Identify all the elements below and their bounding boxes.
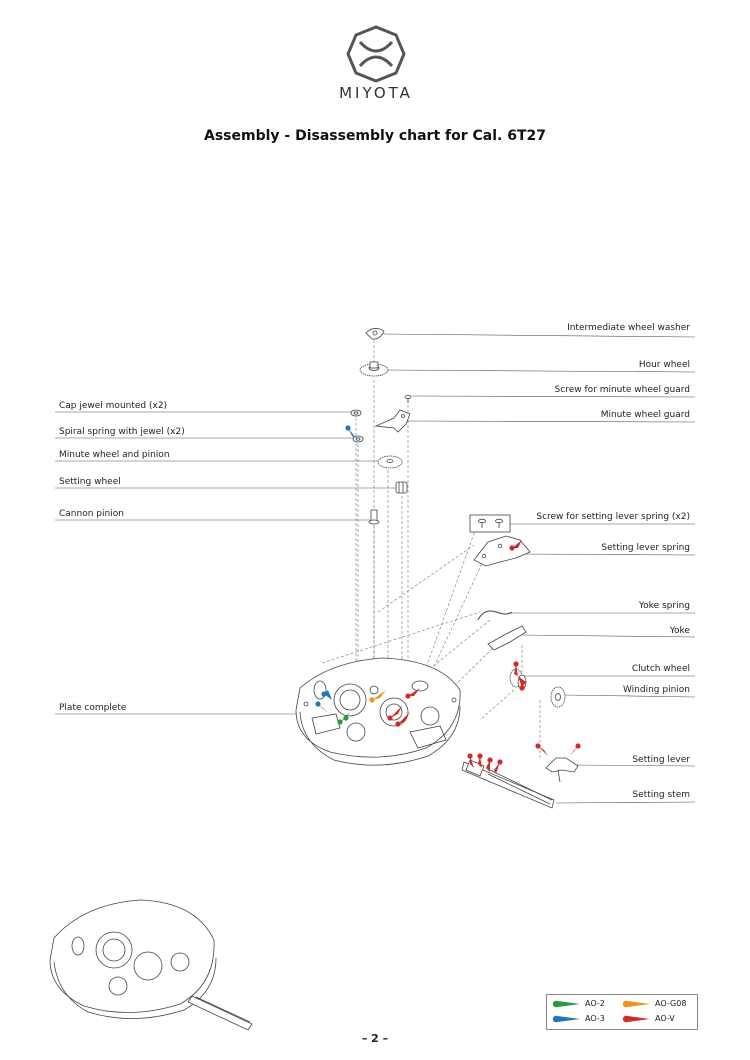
screw-minute-wheel-guard (404, 394, 412, 403)
minute-wheel-guard (374, 409, 411, 433)
label-cannon-pinion: Cannon pinion (59, 509, 124, 519)
winding-pinion (550, 686, 566, 708)
setting-stem (461, 759, 555, 809)
label-screw-setting-lever-spring: Screw for setting lever spring (x2) (536, 512, 690, 522)
legend-label-ao-2: AO-2 (585, 999, 605, 1008)
brand-name: MIYOTA (339, 84, 413, 102)
page-title: Assembly - Disassembly chart for Cal. 6T… (203, 128, 546, 144)
cap-jewel (350, 409, 362, 417)
setting-wheel (395, 481, 408, 494)
label-winding-pinion: Winding pinion (622, 685, 690, 695)
label-minute-wheel-guard: Minute wheel guard (600, 410, 690, 420)
oil-markers (315, 425, 581, 774)
label-intermediate-wheel-washer: Intermediate wheel washer (567, 323, 690, 333)
legend-markers (552, 1000, 650, 1023)
label-yoke: Yoke (669, 626, 690, 636)
label-hour-wheel: Hour wheel (638, 360, 690, 370)
hour-wheel (359, 361, 389, 377)
label-spiral-spring-with-jewel: Spiral spring with jewel (x2) (59, 427, 185, 437)
setting-lever (545, 757, 579, 783)
label-cap-jewel-mounted: Cap jewel mounted (x2) (59, 401, 168, 411)
page-number: – 2 – (361, 1032, 389, 1045)
oil-legend: AO-2 AO-G08 AO-3 AO-V (546, 994, 698, 1030)
miyota-logo: MIYOTA (326, 24, 426, 106)
intermediate-wheel-washer (365, 328, 385, 340)
label-minute-wheel-and-pinion: Minute wheel and pinion (59, 450, 170, 460)
label-plate-complete: Plate complete (59, 703, 127, 713)
legend-label-ao-v: AO-V (655, 1014, 675, 1023)
plate-complete (295, 657, 461, 766)
legend-label-ao-3: AO-3 (585, 1014, 605, 1023)
legend-label-ao-g08: AO-G08 (655, 999, 687, 1008)
label-setting-wheel: Setting wheel (59, 477, 121, 487)
label-screw-minute-wheel-guard: Screw for minute wheel guard (554, 385, 690, 395)
yoke (487, 625, 527, 651)
cannon-pinion (368, 509, 380, 525)
label-clutch-wheel: Clutch wheel (631, 664, 690, 674)
label-setting-stem: Setting stem (632, 790, 690, 800)
setting-lever-spring (473, 535, 531, 567)
assembled-movement-view (49, 899, 253, 1031)
setting-lever-spring-screws (469, 514, 511, 533)
label-yoke-spring: Yoke spring (638, 601, 690, 611)
minute-wheel (377, 455, 403, 469)
label-setting-lever-spring: Setting lever spring (601, 543, 690, 553)
miyota-emblem-icon (346, 25, 406, 83)
label-setting-lever: Setting lever (632, 755, 690, 765)
yoke-spring (477, 610, 513, 621)
